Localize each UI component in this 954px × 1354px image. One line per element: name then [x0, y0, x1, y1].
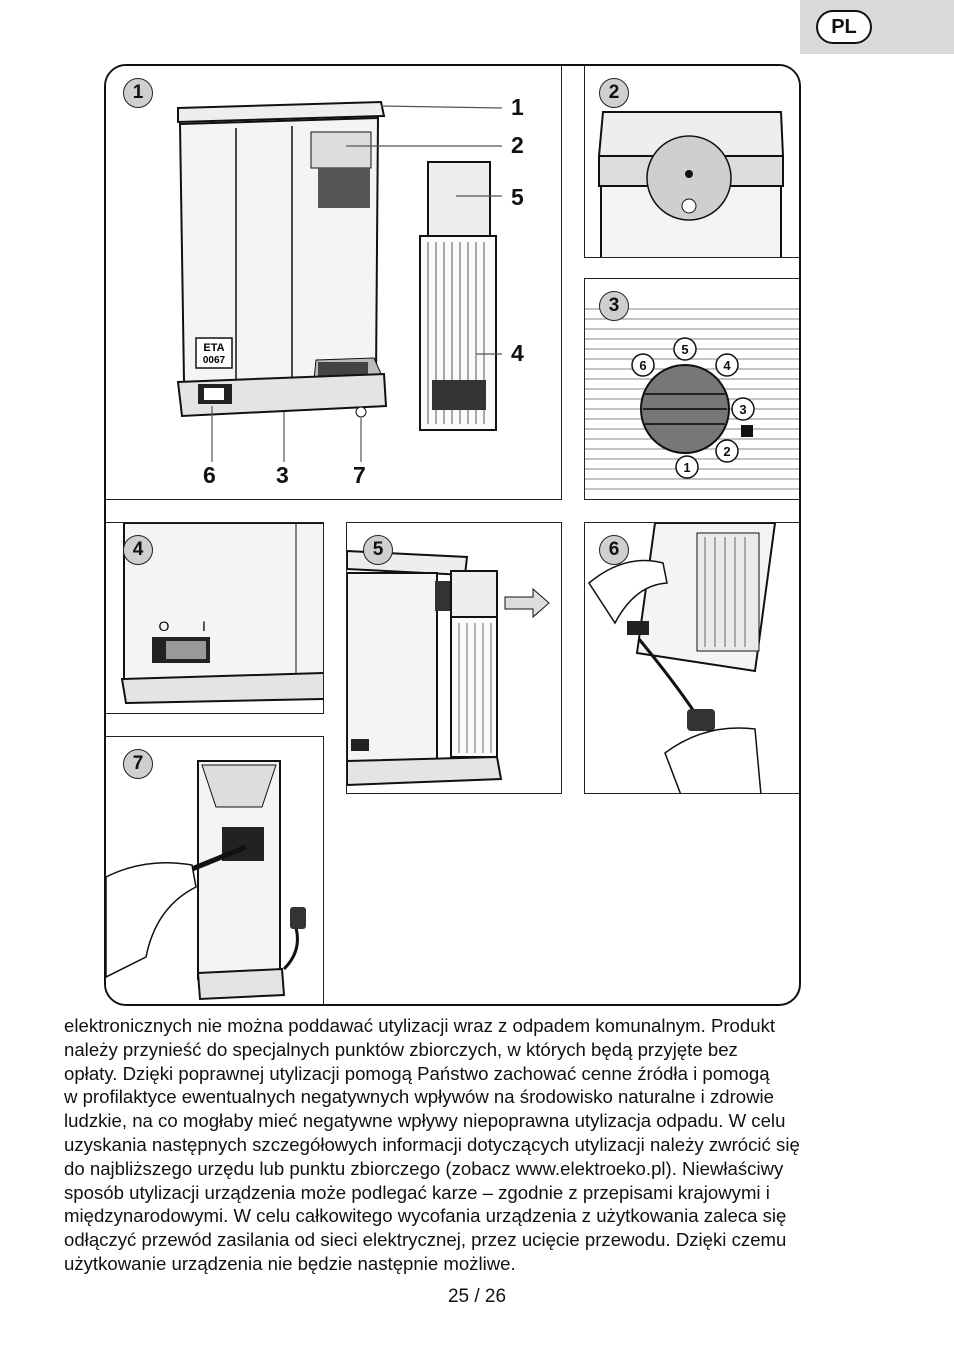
callout-base: 3 [276, 462, 289, 488]
panel-4-switch-detail: 4 O I [106, 522, 324, 714]
callout-tank-opening: 2 [511, 132, 524, 158]
disposal-instructions-text: elektronicznych nie można poddawać utyli… [64, 1015, 800, 1274]
panel-1-number: 1 [123, 78, 153, 108]
callout-indicator: 7 [353, 462, 366, 488]
panel-2-number: 2 [599, 78, 629, 108]
panel-3-number: 3 [599, 291, 629, 321]
language-badge: PL [816, 10, 872, 44]
panel-2-lid-detail: 2 [584, 66, 799, 258]
panel-7-number: 7 [123, 749, 153, 779]
dial-number-6: 6 [639, 358, 646, 373]
dial-number-5: 5 [681, 342, 688, 357]
device-brand-label: ETA [203, 342, 224, 354]
unplug-illustration [588, 523, 777, 793]
device-illustration: ETA 0067 [176, 100, 503, 462]
panel-6-unplug: 6 [584, 522, 799, 794]
panel-6-number: 6 [599, 535, 629, 565]
callout-water-tank: 4 [511, 340, 524, 366]
callout-tank-lid: 5 [511, 184, 524, 210]
switch-illustration: O I [120, 523, 323, 705]
switch-on-symbol: I [202, 618, 206, 634]
tank-removal-illustration [347, 549, 550, 787]
switch-off-symbol: O [159, 618, 170, 634]
dial-number-3: 3 [739, 402, 746, 417]
device-model-label: 0067 [203, 355, 226, 366]
callout-lid: 1 [511, 94, 524, 120]
page-number: 25 / 26 [447, 1286, 507, 1307]
dial-number-2: 2 [723, 444, 730, 459]
language-tab: PL [800, 0, 954, 54]
lid-illustration [597, 111, 785, 257]
callout-switch: 6 [203, 462, 216, 488]
panel-4-number: 4 [123, 535, 153, 565]
panel-5-tank-removal: 5 [346, 522, 562, 794]
dial-number-4: 4 [723, 358, 731, 373]
panel-3-strength-dial: 3 1 2 3 4 [584, 278, 799, 500]
panel-1-device-overview: 1 ETA 0067 [106, 66, 562, 500]
panel-5-number: 5 [363, 535, 393, 565]
illustration-figure: 1 ETA 0067 [104, 64, 801, 1006]
cleaning-illustration [106, 760, 306, 1001]
panel-7-cleaning: 7 [106, 736, 324, 1004]
dial-number-1: 1 [683, 460, 690, 475]
